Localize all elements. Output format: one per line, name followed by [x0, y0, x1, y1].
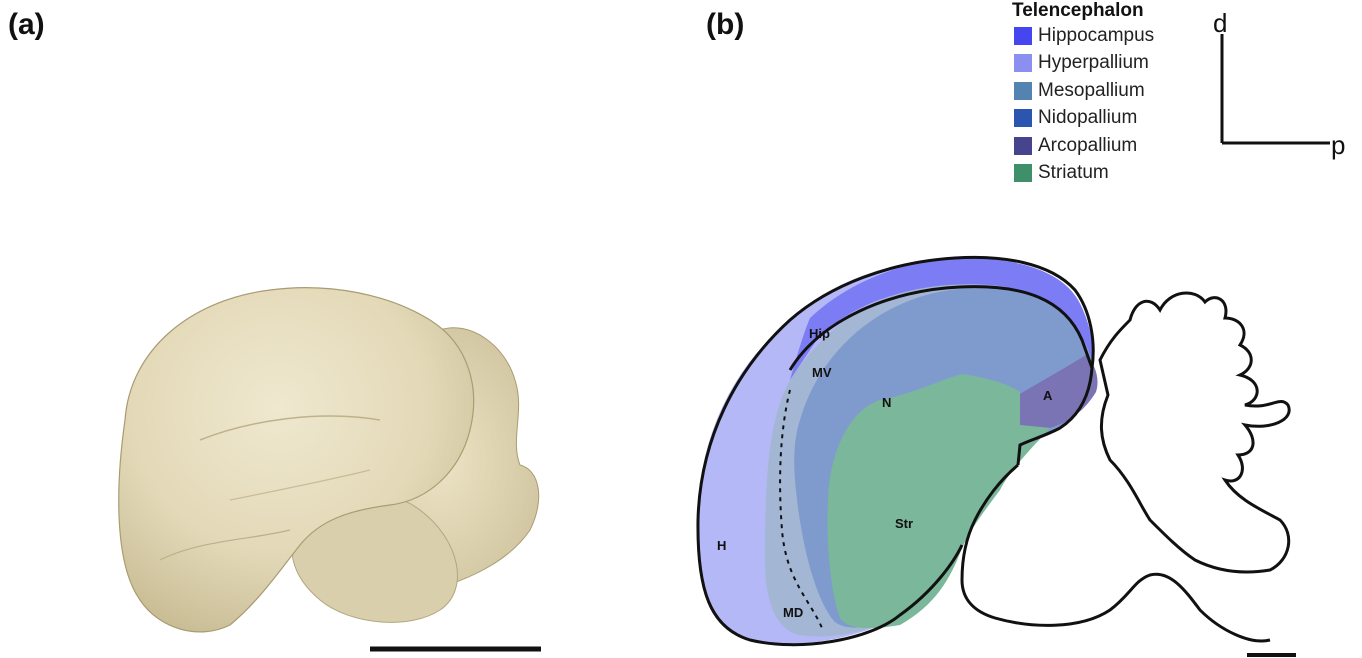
legend-item-nidopallium: Nidopallium — [1012, 105, 1154, 133]
legend-swatch-nidopallium — [1014, 109, 1032, 128]
brain-photo-hemisphere — [118, 287, 475, 633]
legend-label-hyperpallium: Hyperpallium — [1038, 52, 1149, 74]
brainstem-outline — [960, 463, 1271, 643]
legend-item-mesopallium: Mesopallium — [1012, 77, 1154, 105]
region-label-md: MD — [783, 605, 803, 620]
legend-item-striatum: Striatum — [1012, 160, 1154, 188]
legend-label-nidopallium: Nidopallium — [1038, 107, 1138, 129]
legend-item-hyperpallium: Hyperpallium — [1012, 50, 1154, 78]
region-label-str: Str — [895, 516, 913, 531]
dotted-lamina — [779, 389, 823, 629]
panel-label-a: (a) — [8, 8, 45, 41]
legend-label-arcopallium: Arcopallium — [1038, 134, 1138, 156]
panel-label-b: (b) — [706, 8, 745, 41]
legend-title: Telencephalon — [1012, 0, 1144, 21]
region-label-h: H — [717, 538, 726, 553]
legend-label-hippocampus: Hippocampus — [1038, 24, 1155, 46]
legend-swatch-arcopallium — [1014, 136, 1032, 155]
region-label-a: A — [1043, 388, 1053, 403]
region-label-hip: Hip — [809, 326, 830, 341]
legend: Telencephalon Hippocampus Hyperpallium M… — [1012, 0, 1154, 187]
legend-swatch-hyperpallium — [1014, 54, 1032, 73]
brain-photo — [118, 287, 540, 633]
legend-swatch-mesopallium — [1014, 81, 1032, 100]
axis-label-dorsal: d — [1213, 8, 1228, 38]
legend-swatch-hippocampus — [1014, 26, 1032, 45]
brain-outline — [696, 255, 1095, 647]
brain-schematic — [696, 255, 1291, 647]
legend-label-mesopallium: Mesopallium — [1038, 79, 1145, 101]
legend-label-striatum: Striatum — [1038, 162, 1109, 184]
legend-item-arcopallium: Arcopallium — [1012, 132, 1154, 160]
region-label-n: N — [882, 395, 891, 410]
region-hippocampus — [790, 258, 1094, 380]
legend-item-hippocampus: Hippocampus — [1012, 22, 1154, 50]
legend-swatch-striatum — [1014, 164, 1032, 183]
cerebellum-outline — [1098, 291, 1291, 574]
region-striatum — [827, 374, 1050, 629]
axis-label-posterior: p — [1331, 130, 1346, 160]
orientation-axes — [1220, 34, 1330, 145]
region-label-mv: MV — [812, 365, 832, 380]
